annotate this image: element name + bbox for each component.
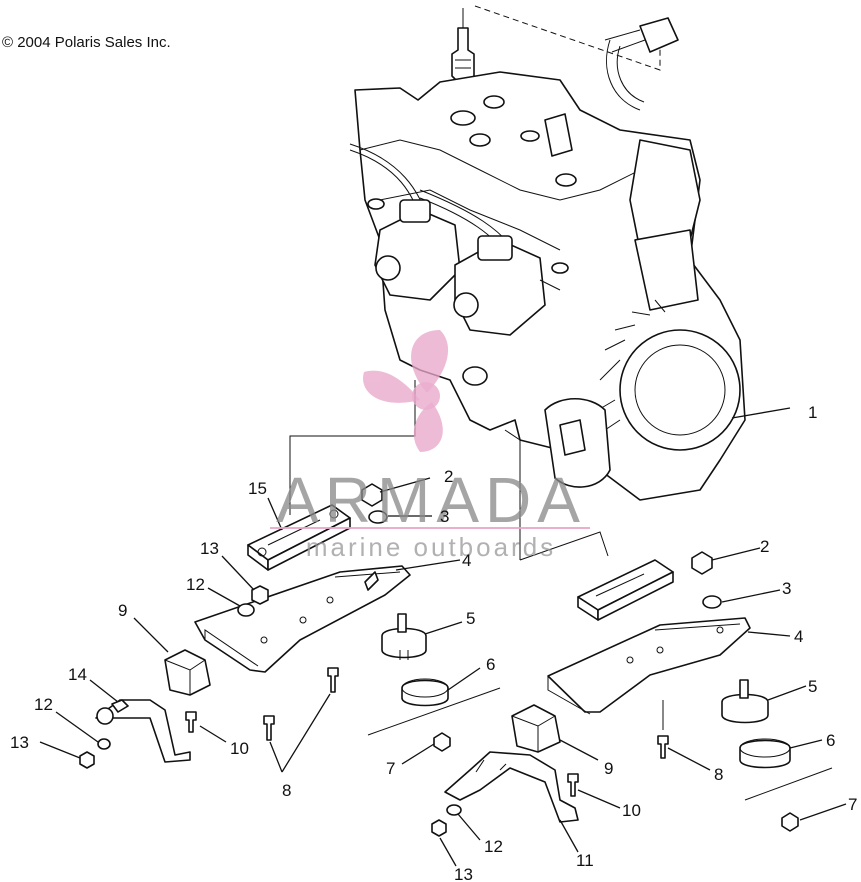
guide-line [289, 380, 416, 515]
nut [361, 483, 383, 507]
rubber-isolator [721, 679, 769, 724]
nut [433, 732, 451, 752]
callout-8: 8 [714, 765, 723, 784]
callout-12: 12 [484, 837, 503, 856]
washer [702, 595, 722, 609]
left-mount-parts [79, 483, 501, 769]
watermark-tagline: marine outboards [306, 532, 556, 562]
callout-6: 6 [826, 731, 835, 750]
washer [237, 603, 255, 617]
washer [97, 738, 111, 750]
callout-7: 7 [848, 795, 857, 814]
fan-housing [544, 139, 741, 488]
mount-plate [577, 559, 674, 621]
engine-assembly [349, 5, 791, 560]
bolt [185, 711, 197, 733]
callout-13: 13 [10, 733, 29, 752]
callout-1: 1 [808, 403, 817, 422]
callout-9: 9 [604, 759, 613, 778]
propeller-logo [363, 330, 449, 452]
nut [691, 551, 713, 575]
rubber-isolator [381, 613, 427, 660]
support-bracket [444, 751, 579, 823]
callout-13: 13 [200, 539, 219, 558]
callout-11: 11 [576, 851, 594, 870]
callout-12: 12 [186, 575, 205, 594]
engine-bracket [194, 565, 411, 673]
nut [431, 819, 447, 837]
callout-8: 8 [282, 781, 291, 800]
callout-5: 5 [808, 677, 817, 696]
spacer [401, 678, 449, 707]
callout-13: 13 [454, 865, 473, 882]
washer [446, 804, 462, 816]
callout-6: 6 [486, 655, 495, 674]
callout-14: 14 [68, 665, 87, 684]
callout-4: 4 [794, 627, 803, 646]
nut [781, 812, 799, 832]
callout-10: 10 [622, 801, 641, 820]
bolt [657, 735, 669, 759]
spark-plug [451, 8, 475, 81]
spacer [739, 738, 791, 769]
rubber-mount [511, 704, 561, 753]
armada-watermark: ARMADA marine outboards [270, 330, 590, 562]
watermark-brand: ARMADA [276, 464, 586, 536]
bolt [327, 667, 339, 693]
carburetors [374, 199, 561, 336]
nut [79, 751, 95, 769]
bolt [567, 773, 579, 797]
engine-bracket [547, 617, 751, 715]
callout-3: 3 [782, 579, 791, 598]
callout-2: 2 [444, 467, 453, 486]
callout-2: 2 [760, 537, 769, 556]
guide-line [519, 531, 609, 561]
copyright-notice: © 2004 Polaris Sales Inc. [2, 34, 171, 51]
callout-5: 5 [466, 609, 475, 628]
callout-15: 15 [248, 479, 267, 498]
callout-7: 7 [386, 759, 395, 778]
washer [368, 510, 388, 524]
nut [251, 585, 269, 605]
head-bolts [367, 95, 577, 274]
right-mount-parts [431, 551, 833, 837]
spark-plug-cap [604, 17, 679, 111]
bolt [263, 715, 275, 741]
callout-3: 3 [440, 507, 449, 526]
callout-12: 12 [34, 695, 53, 714]
rubber-mount [164, 649, 211, 696]
callout-9: 9 [118, 601, 127, 620]
leader-lines [39, 477, 847, 867]
callout-labels: 1 2 3 4 15 13 12 9 5 6 14 12 13 10 8 7 2… [10, 403, 857, 882]
support-bracket [95, 699, 191, 763]
mount-plate [247, 504, 351, 571]
callout-10: 10 [230, 739, 249, 758]
callout-4: 4 [462, 551, 471, 570]
